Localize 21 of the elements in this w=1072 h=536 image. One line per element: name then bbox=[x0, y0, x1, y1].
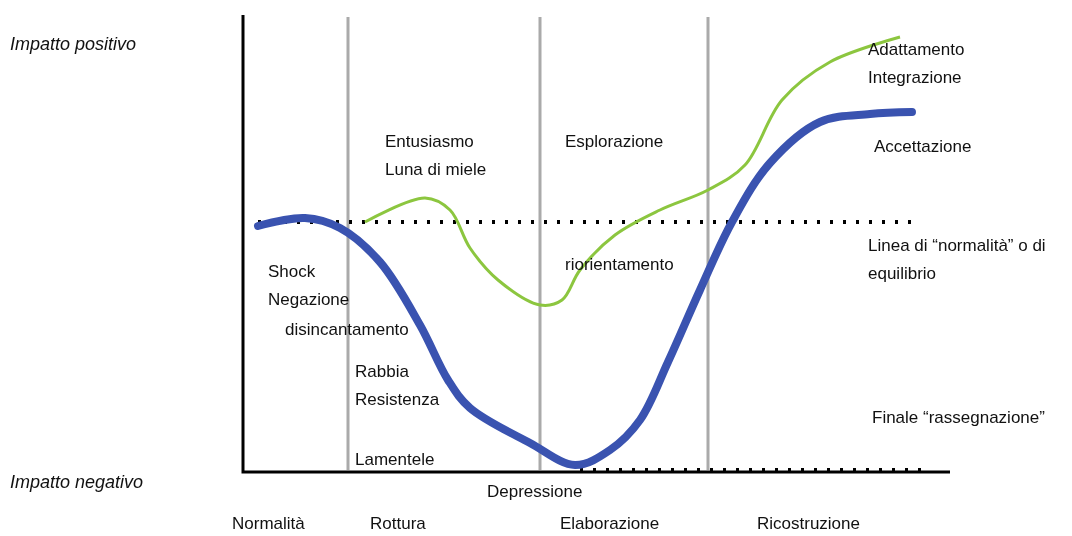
reference-line-label: Finale “rassegnazione” bbox=[872, 407, 1046, 429]
stage-label: Adattamento bbox=[868, 40, 965, 60]
axis-label: Impatto positivo bbox=[10, 34, 137, 54]
stage-label: Shock bbox=[268, 262, 316, 282]
stage-label: Resistenza bbox=[355, 390, 440, 410]
stage-label: Lamentele bbox=[355, 450, 435, 470]
stage-label: Rabbia bbox=[355, 362, 409, 382]
stage-label: Esplorazione bbox=[565, 132, 664, 152]
phase-label: Normalità bbox=[232, 514, 305, 534]
phase-label: Ricostruzione bbox=[757, 514, 860, 534]
axis-label: Impatto negativo bbox=[10, 472, 144, 492]
stage-label: Negazione bbox=[268, 290, 350, 310]
stage-label: Luna di miele bbox=[385, 160, 487, 180]
stage-label: Depressione bbox=[487, 482, 583, 502]
stage-label: Accettazione bbox=[874, 137, 972, 157]
reference-line-label: Linea di “normalità” o di equilibrio bbox=[868, 235, 1047, 285]
phase-label: Rottura bbox=[370, 514, 426, 534]
stage-label: Integrazione bbox=[868, 68, 962, 88]
phase-label: Elaborazione bbox=[560, 514, 660, 534]
stage-label: disincantamento bbox=[285, 320, 409, 340]
stage-label: Entusiasmo bbox=[385, 132, 474, 152]
